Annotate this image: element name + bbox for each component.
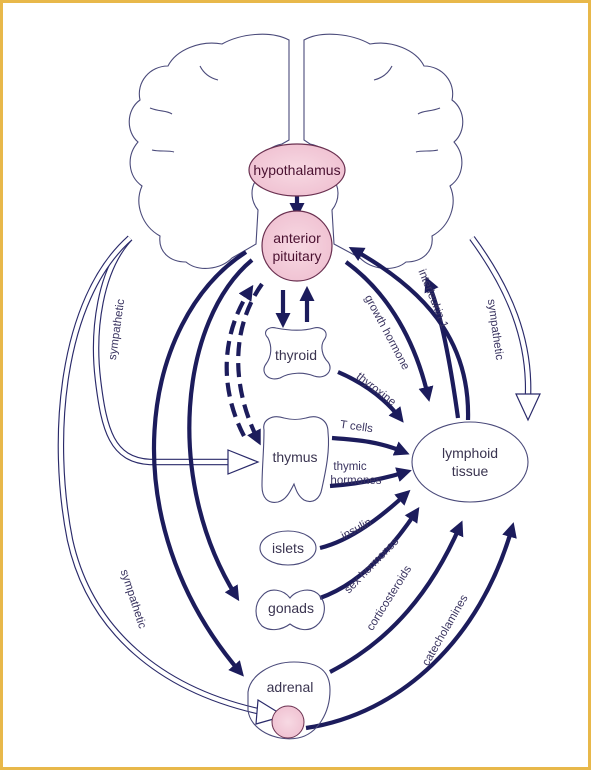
insulin-label: insulin — [339, 516, 373, 542]
lymphoid-label-line1: lymphoid — [442, 445, 498, 461]
thymus: thymus — [262, 417, 329, 503]
lymphoid-label-line2: tissue — [452, 463, 489, 479]
sympathetic-arrow-to-thymus — [96, 238, 258, 474]
islets-label: islets — [272, 540, 304, 556]
thymic-hormones-label-line2: hormones — [330, 475, 381, 487]
sympathetic-label-right: sympathetic — [485, 298, 505, 361]
thyroid: thyroid — [264, 328, 330, 379]
anterior-pituitary-label-line2: pituitary — [272, 248, 321, 264]
sympathetic-label-upper-left: sympathetic — [107, 298, 127, 361]
sympathetic-label-lower-left: sympathetic — [118, 568, 148, 630]
anterior-pituitary: anterior pituitary — [262, 211, 332, 281]
neuroimmune-diagram: hypothalamus anterior pituitary thyroid … — [3, 3, 588, 767]
lymphoid-tissue: lymphoid tissue — [412, 422, 528, 502]
sympathetic-arrow-to-adrenal — [61, 238, 284, 724]
sympathetic-arrow-to-lymphoid — [472, 238, 540, 420]
arrow-t-cells — [332, 438, 404, 452]
arrow-interleukin-1 — [354, 250, 468, 420]
thymus-label: thymus — [272, 449, 317, 465]
thyroid-label: thyroid — [275, 347, 317, 363]
hypothalamus-label: hypothalamus — [253, 162, 340, 178]
thyroxine-label: thyroxine — [354, 371, 398, 409]
adrenal-label: adrenal — [267, 679, 314, 695]
adrenal-medulla — [272, 706, 304, 738]
arrow-pituitary-to-gonads — [189, 260, 252, 596]
islets: islets — [260, 531, 316, 565]
gonads-label: gonads — [268, 600, 314, 616]
hypothalamus: hypothalamus — [249, 144, 345, 196]
thymic-hormones-label-line1: thymic — [333, 461, 366, 473]
t-cells-label: T cells — [339, 419, 374, 436]
arrow-catecholamines — [306, 528, 512, 728]
gonads: gonads — [256, 590, 324, 630]
anterior-pituitary-label-line1: anterior — [273, 230, 321, 246]
